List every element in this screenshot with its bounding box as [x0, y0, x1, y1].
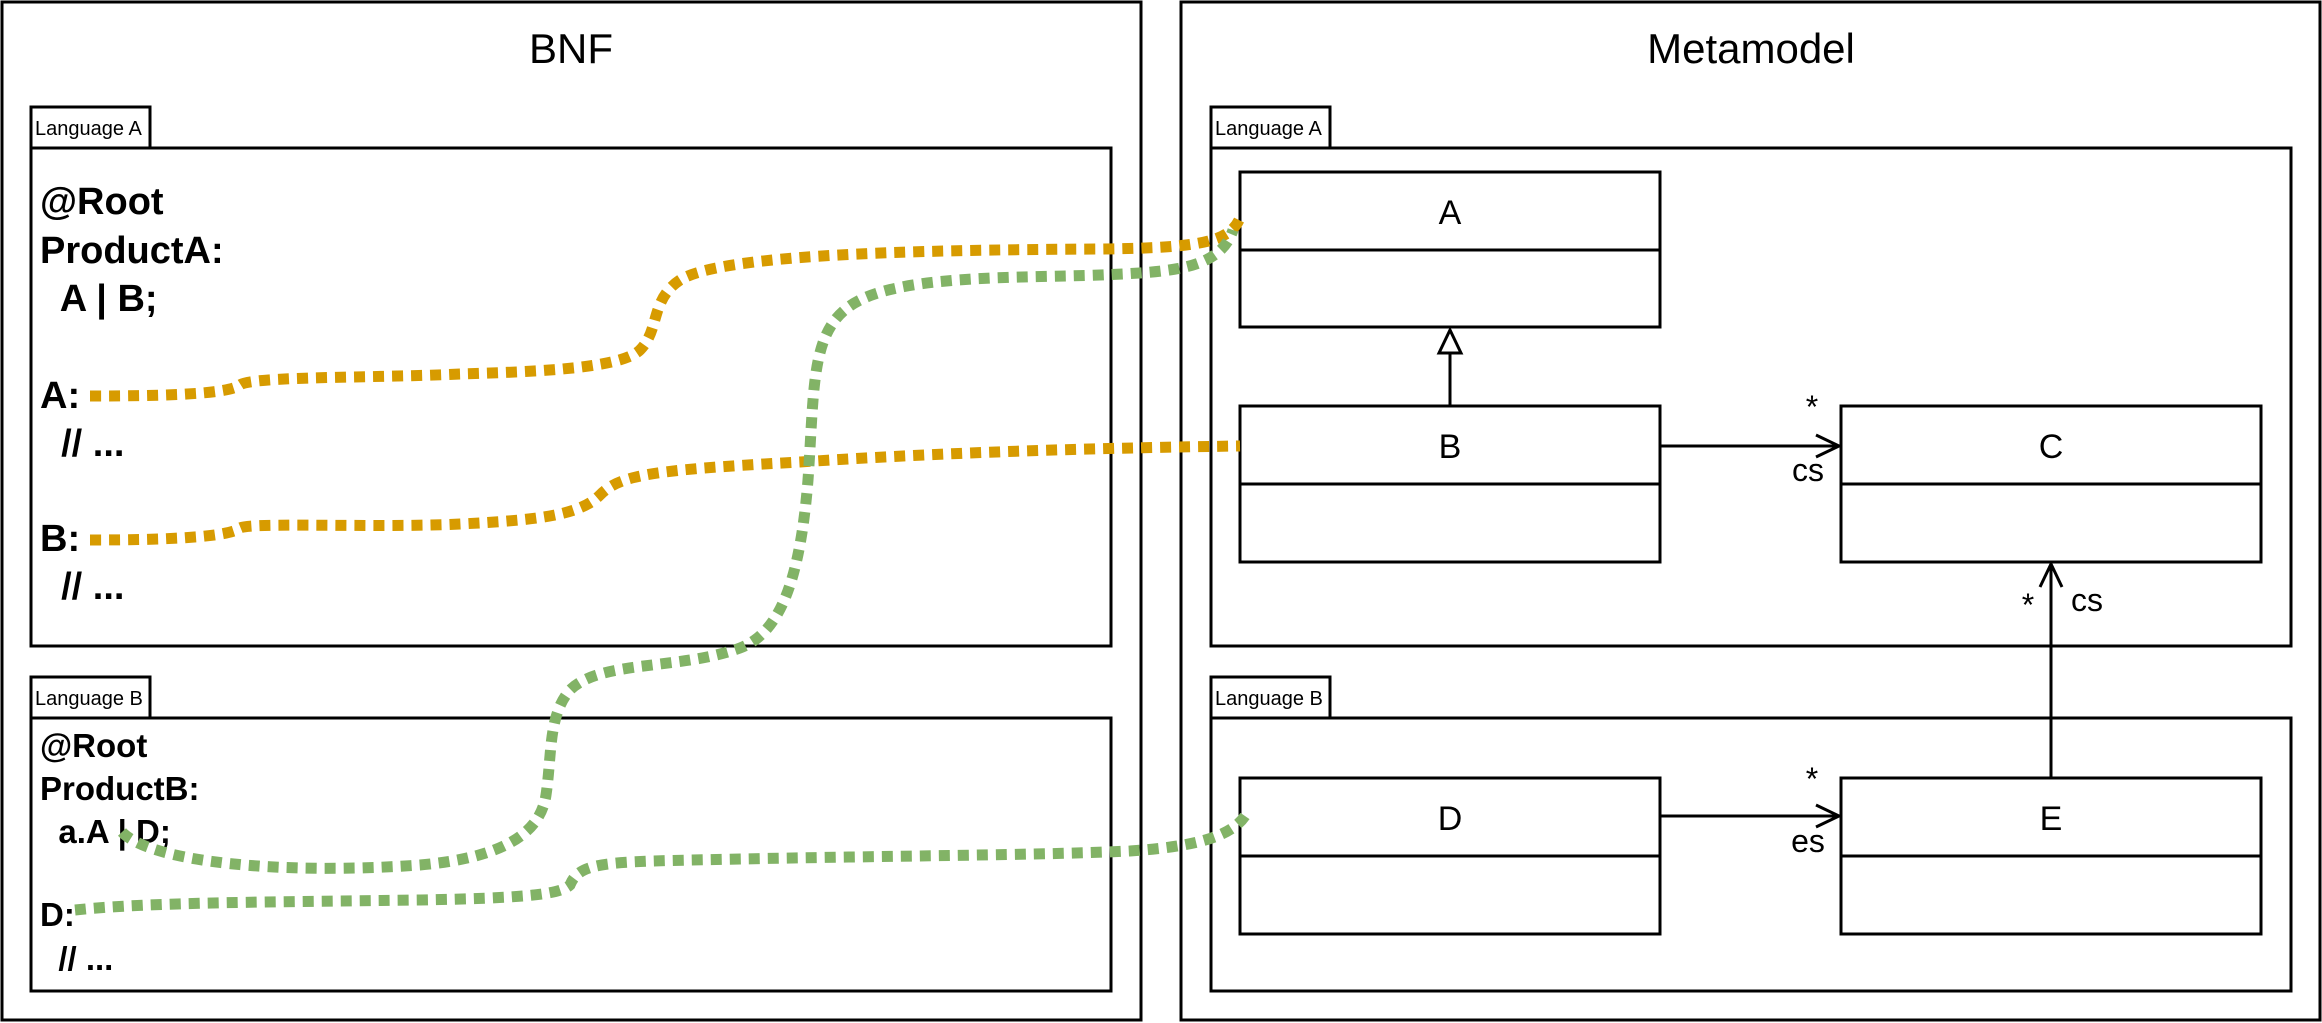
metamodel-language-b-frame [1209, 716, 2293, 993]
bnf-panel: BNF Language A @Root ProductA: A | B; A:… [0, 0, 1143, 1022]
bnf-b-line-rule-d: D: [40, 896, 75, 933]
link-product-b-to-class-a [117, 227, 1239, 874]
class-c-name: C [2039, 428, 2064, 466]
class-c: C [1839, 404, 2263, 564]
link-product-a-b-to-class-b [89, 440, 1241, 546]
association-b-c-role: cs [1792, 452, 1824, 488]
bnf-panel-title: BNF [529, 25, 613, 72]
metamodel-panel: Metamodel Language A A B C [1179, 0, 2322, 1022]
metamodel-language-a-group: Language A A B C [1209, 105, 2293, 648]
bnf-b-line-rule-d-body: // ... [40, 940, 113, 977]
association-e-c-role: cs [2071, 582, 2103, 618]
association-d-e-arrowhead-icon [1815, 803, 1843, 829]
inheritance-triangle-icon [1436, 326, 1464, 355]
bnf-b-line-alternatives: a.A | D; [40, 813, 171, 850]
bnf-language-b-group: Language B @Root ProductB: a.A | D; D: /… [29, 675, 1113, 993]
association-d-e-multiplicity: * [1806, 761, 1818, 797]
bnf-b-line-root: @Root [40, 727, 147, 764]
class-d-name: D [1438, 800, 1463, 838]
bnf-a-line-rule-b-body: // ... [40, 566, 124, 608]
association-b-c-arrowhead-icon [1815, 433, 1843, 459]
bnf-a-line-rule-a: A: [40, 375, 80, 417]
association-b-c-multiplicity: * [1806, 389, 1818, 425]
bnf-language-a-frame [29, 146, 1113, 648]
bnf-a-line-alternatives: A | B; [40, 278, 158, 320]
association-b-to-c: * cs [1660, 389, 1843, 488]
bnf-b-line-product: ProductB: [40, 770, 200, 807]
class-d: D [1238, 776, 1662, 936]
metamodel-panel-frame [1179, 0, 2322, 1022]
association-e-to-c: * cs [2022, 560, 2103, 778]
class-e-name: E [2040, 800, 2063, 838]
metamodel-language-a-tab-label: Language A [1215, 118, 1322, 140]
association-e-c-arrowhead-icon [2038, 560, 2064, 588]
bnf-a-line-rule-a-body: // ... [40, 423, 124, 465]
metamodel-panel-title: Metamodel [1647, 25, 1855, 72]
metamodel-language-b-group: Language B D E * es [1209, 675, 2293, 993]
class-b: B [1238, 404, 1662, 564]
bnf-language-b-tab-label: Language B [35, 688, 143, 710]
metamodel-language-a-frame [1209, 146, 2293, 648]
bnf-a-line-root: @Root [40, 181, 164, 223]
bnf-panel-frame [0, 0, 1143, 1022]
association-d-to-e: * es [1660, 761, 1843, 859]
bnf-language-a-group: Language A @Root ProductA: A | B; A: // … [29, 105, 1113, 648]
bnf-a-line-rule-b: B: [40, 518, 80, 560]
bnf-a-line-product: ProductA: [40, 230, 224, 272]
class-a: A [1238, 170, 1662, 329]
bnf-language-a-tab-label: Language A [35, 118, 142, 140]
inheritance-b-to-a [1436, 326, 1464, 406]
link-product-b-d-to-class-d [74, 812, 1250, 916]
class-b-name: B [1439, 428, 1462, 466]
link-product-a-to-class-a [89, 215, 1246, 402]
class-e: E [1839, 776, 2263, 936]
mapping-links [74, 215, 1250, 916]
class-a-name: A [1439, 194, 1462, 232]
association-d-e-role: es [1791, 823, 1825, 859]
metamodel-language-b-tab-label: Language B [1215, 688, 1323, 710]
association-e-c-multiplicity: * [2022, 587, 2034, 623]
